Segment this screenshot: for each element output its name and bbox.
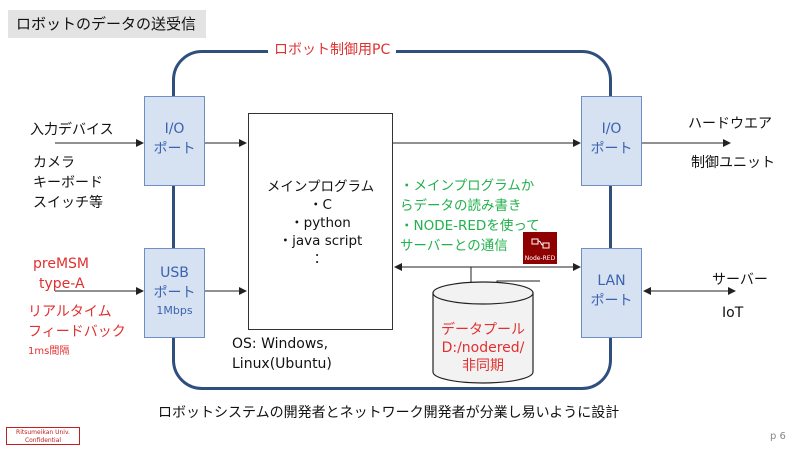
node-red-badge-text: Node-RED — [524, 255, 556, 262]
os-text: OS: Windows, Linux(Ubuntu) — [232, 334, 332, 374]
control-unit-label: 制御ユニット — [691, 155, 775, 171]
io-port-right: I/O ポート — [581, 96, 642, 186]
io-port-right-line1: I/O — [601, 121, 622, 137]
os-line2: Linux(Ubuntu) — [232, 356, 332, 372]
green-note: らデータの読み書き — [400, 198, 522, 214]
realtime-line1: リアルタイム — [28, 304, 112, 320]
io-port-left-line1: I/O — [164, 121, 185, 137]
page-title: ロボットのデータの送受信 — [8, 10, 206, 38]
realtime-line2: フィードバック — [28, 324, 126, 340]
main-program-item: ・java script — [278, 233, 363, 249]
os-line1: OS: Windows, — [232, 336, 329, 352]
usb-port: USB ポート 1Mbps — [144, 248, 205, 338]
realtime-feedback-label: リアルタイム フィードバック — [28, 302, 126, 342]
premsm-line2: type-A — [39, 276, 85, 292]
input-device-item: キーボード — [33, 175, 103, 191]
io-port-left: I/O ポート — [144, 96, 205, 186]
green-note: ・メインプログラムか — [400, 178, 535, 194]
lan-port-line2: ポート — [590, 293, 633, 309]
green-note: サーバーとの通信 — [400, 238, 508, 254]
main-program-title: メインプログラム — [266, 179, 375, 195]
usb-port-line1: USB — [160, 265, 189, 281]
green-note: ・NODE-REDを使って — [400, 218, 540, 234]
usb-port-line2: ポート — [153, 285, 196, 301]
input-devices-list: カメラ キーボード スイッチ等 — [33, 153, 103, 213]
database-line1: データプール — [441, 322, 525, 338]
node-red-logo: Node-RED — [523, 232, 557, 264]
premsm-label: preMSM type-A — [33, 254, 89, 294]
input-devices-heading: 入力デバイス — [30, 122, 114, 138]
main-program-box: メインプログラム ・C ・python ・java script ： — [248, 113, 393, 330]
lan-port-line1: LAN — [597, 273, 626, 289]
confidential-stamp: Ritsumeikan Univ. Confidential — [6, 427, 80, 445]
confidential-line1: Ritsumeikan Univ. — [16, 429, 70, 436]
database-cylinder — [432, 281, 534, 384]
bottom-caption: ロボットシステムの開発者とネットワーク開発者が分業し易いように設計 — [158, 405, 620, 421]
page-number: p 6 — [770, 431, 786, 442]
iot-label: IoT — [722, 305, 744, 321]
io-port-right-line2: ポート — [590, 141, 633, 157]
server-label: サーバー — [712, 272, 768, 288]
main-program-item: ・python — [290, 215, 351, 231]
input-device-item: カメラ — [33, 155, 75, 171]
confidential-line2: Confidential — [24, 437, 62, 444]
lan-port: LAN ポート — [581, 248, 642, 338]
main-program-item: ： — [313, 251, 328, 267]
database-label: データプール D:/nodered/ 非同期 — [433, 321, 533, 375]
hardware-label: ハードウエア — [688, 116, 772, 132]
usb-port-speed: 1Mbps — [156, 304, 193, 317]
input-device-item: スイッチ等 — [33, 195, 103, 211]
premsm-line1: preMSM — [33, 256, 89, 272]
database-line2: D:/nodered/ — [441, 340, 525, 356]
pc-label: ロボット制御用PC — [268, 41, 397, 59]
database-line3: 非同期 — [462, 358, 504, 374]
interval-label: 1ms間隔 — [28, 346, 70, 357]
green-notes: ・メインプログラムか らデータの読み書き ・NODE-REDを使って サーバーと… — [400, 176, 540, 256]
io-port-left-line2: ポート — [153, 141, 196, 157]
main-program-item: ・C — [309, 197, 332, 213]
